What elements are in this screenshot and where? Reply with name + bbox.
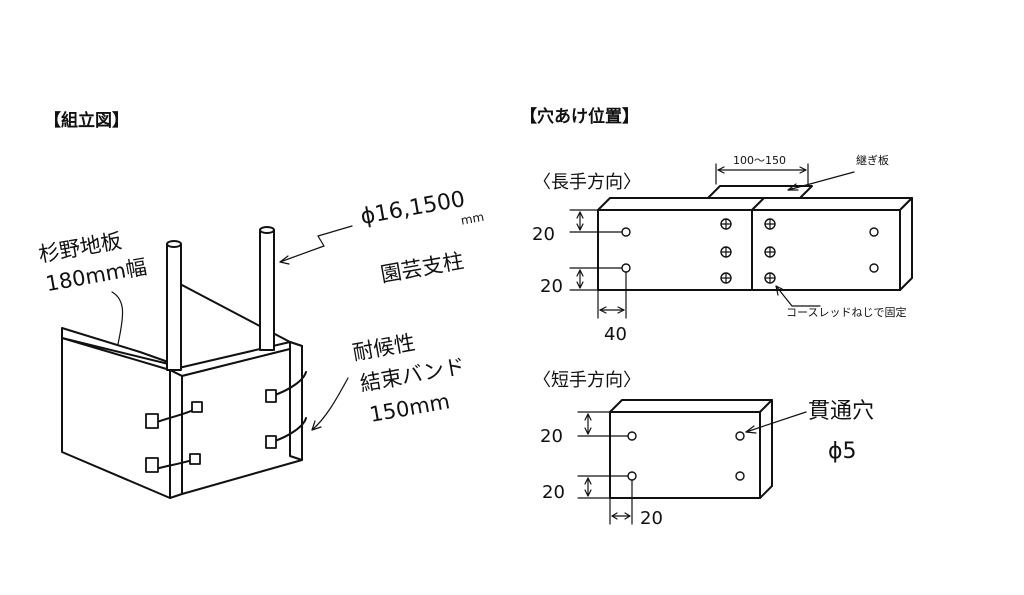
cable-tie-left-lower [145,453,201,473]
hole [621,263,631,273]
long-board-right-end [899,197,913,291]
short-board-top [609,399,773,413]
long-dim-bottom: 20 [540,276,563,297]
long-board-diagram [569,163,913,319]
pole-dimension: ϕ16,1500 [359,187,467,230]
band-label-line3: 150mm [368,389,452,427]
hole [735,471,745,481]
hole [735,431,745,441]
leader-splice [787,171,855,191]
screw-label: コースレッドねじで固定 [786,305,906,319]
cable-tie-right-lower [265,417,307,449]
cable-tie-left-upper [145,401,203,429]
screw-marks [720,218,776,284]
screw-icon [764,272,776,284]
drilling-title: 【穴あけ位置】 [520,106,639,127]
long-dim-top: 20 [532,224,555,245]
corner-edge [289,341,303,461]
long-dim-side: 40 [604,324,627,345]
hole [627,431,637,441]
pole-right [259,226,275,351]
leader-through-hole [745,411,807,433]
band-label: 耐候性 結束バンド 150mm [351,330,467,427]
screw-icon [720,218,732,230]
assembly-illustration [61,225,353,499]
screw-icon [764,218,776,230]
short-board-diagram [577,399,807,525]
overlap-dimension: 100～150 [733,154,786,167]
hole [869,263,879,273]
through-hole-label: 貫通穴 [808,399,874,424]
hole [627,471,637,481]
hole [621,227,631,237]
screw-icon [720,272,732,284]
leader-band [311,377,349,431]
board-label: 杉野地板 180mm幅 [37,229,149,296]
pole-label: 園芸支柱 [379,249,466,287]
short-dim-bottom: 20 [542,482,565,503]
leader-pole [279,225,353,263]
assembly-title: 【組立図】 [44,110,129,131]
leader-screw [775,285,821,307]
leader-board [111,291,124,345]
cable-tie-right-upper [265,371,307,403]
screw-icon [720,246,732,258]
splice-label: 継ぎ板 [856,153,889,167]
pole-dimension-unit: mm [460,210,485,228]
pole-dim-label: ϕ16,1500 mm [359,187,485,230]
long-board-right [751,197,913,211]
long-direction-title: 〈長手方向〉 [533,172,641,193]
pole-left [166,240,182,371]
short-direction-title: 〈短手方向〉 [533,370,641,391]
band-label-line1: 耐候性 [351,330,417,365]
short-dim-side: 20 [640,508,663,529]
pole-name: 園芸支柱 [379,249,466,287]
long-board-left [597,197,765,211]
short-board-end [759,399,773,499]
short-dim-top: 20 [540,426,563,447]
board-end-thickness [169,369,183,499]
screw-icon [764,246,776,258]
hole [869,227,879,237]
through-hole-diameter: ϕ5 [828,439,857,464]
